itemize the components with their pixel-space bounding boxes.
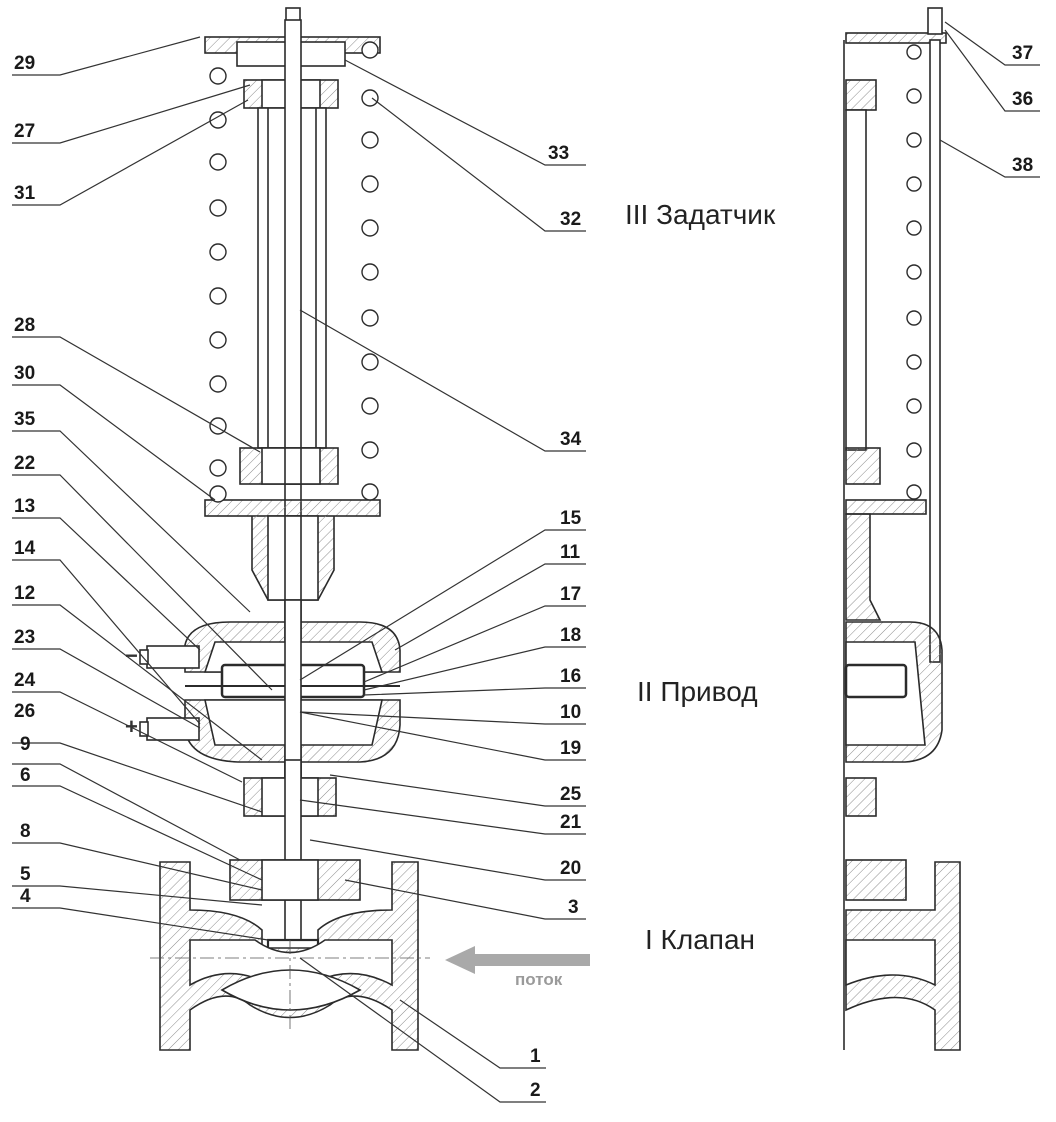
callout-25: 25: [560, 784, 582, 805]
callout-27: 27: [14, 121, 36, 142]
callout-16: 16: [560, 666, 582, 687]
callout-24: 24: [14, 670, 36, 691]
callout-11: 11: [560, 542, 581, 563]
callout-5: 5: [20, 864, 31, 885]
callout-35: 35: [14, 409, 36, 430]
callout-22: 22: [14, 453, 36, 474]
callout-14: 14: [14, 538, 36, 559]
callout-29: 29: [14, 53, 36, 74]
callout-3: 3: [568, 897, 579, 918]
callout-23: 23: [14, 627, 36, 648]
flow-arrow: [445, 946, 590, 974]
callout-21: 21: [560, 812, 582, 833]
callout-20: 20: [560, 858, 582, 879]
leader-lines-left: [12, 36, 273, 941]
callout-8: 8: [20, 821, 31, 842]
side-section-view: [843, 7, 961, 1051]
callout-31: 31: [14, 183, 36, 204]
callout-6: 6: [20, 765, 31, 786]
plus-port-sign: +: [125, 714, 138, 739]
flow-label: поток: [515, 970, 563, 989]
callout-13: 13: [14, 496, 36, 517]
plus-port-fitting: [146, 717, 200, 741]
main-section-view: [139, 7, 419, 1051]
callout-38: 38: [1012, 155, 1034, 176]
side-stem-cap: [927, 7, 943, 35]
section-actuator-title: II Привод: [637, 676, 758, 707]
callout-18: 18: [560, 625, 582, 646]
leader-lines-right: [299, 59, 586, 1103]
callout-9: 9: [20, 734, 31, 755]
callout-33: 33: [548, 143, 570, 164]
minus-port-sign: −: [125, 643, 138, 668]
callout-4: 4: [20, 886, 31, 907]
bottom-spring-plate: [204, 499, 381, 517]
callout-2: 2: [530, 1080, 541, 1101]
callout-17: 17: [560, 584, 582, 605]
callout-36: 36: [1012, 89, 1034, 110]
section-valve-title: I Клапан: [645, 924, 755, 955]
callout-1: 1: [530, 1046, 541, 1067]
callout-26: 26: [14, 701, 36, 722]
callout-19: 19: [560, 738, 582, 759]
callout-15: 15: [560, 508, 582, 529]
callout-37: 37: [1012, 43, 1034, 64]
setter-spring: [209, 41, 379, 503]
tie-rod: [929, 39, 941, 663]
callout-10: 10: [560, 702, 582, 723]
callout-30: 30: [14, 363, 36, 384]
callout-12: 12: [14, 583, 36, 604]
callout-32: 32: [560, 209, 582, 230]
callout-28: 28: [14, 315, 36, 336]
side-spring: [906, 44, 922, 500]
callout-34: 34: [560, 429, 582, 450]
section-setter-title: III Задатчик: [625, 199, 776, 230]
leader-lines-side: [939, 21, 1040, 178]
minus-port-fitting: [146, 645, 200, 669]
